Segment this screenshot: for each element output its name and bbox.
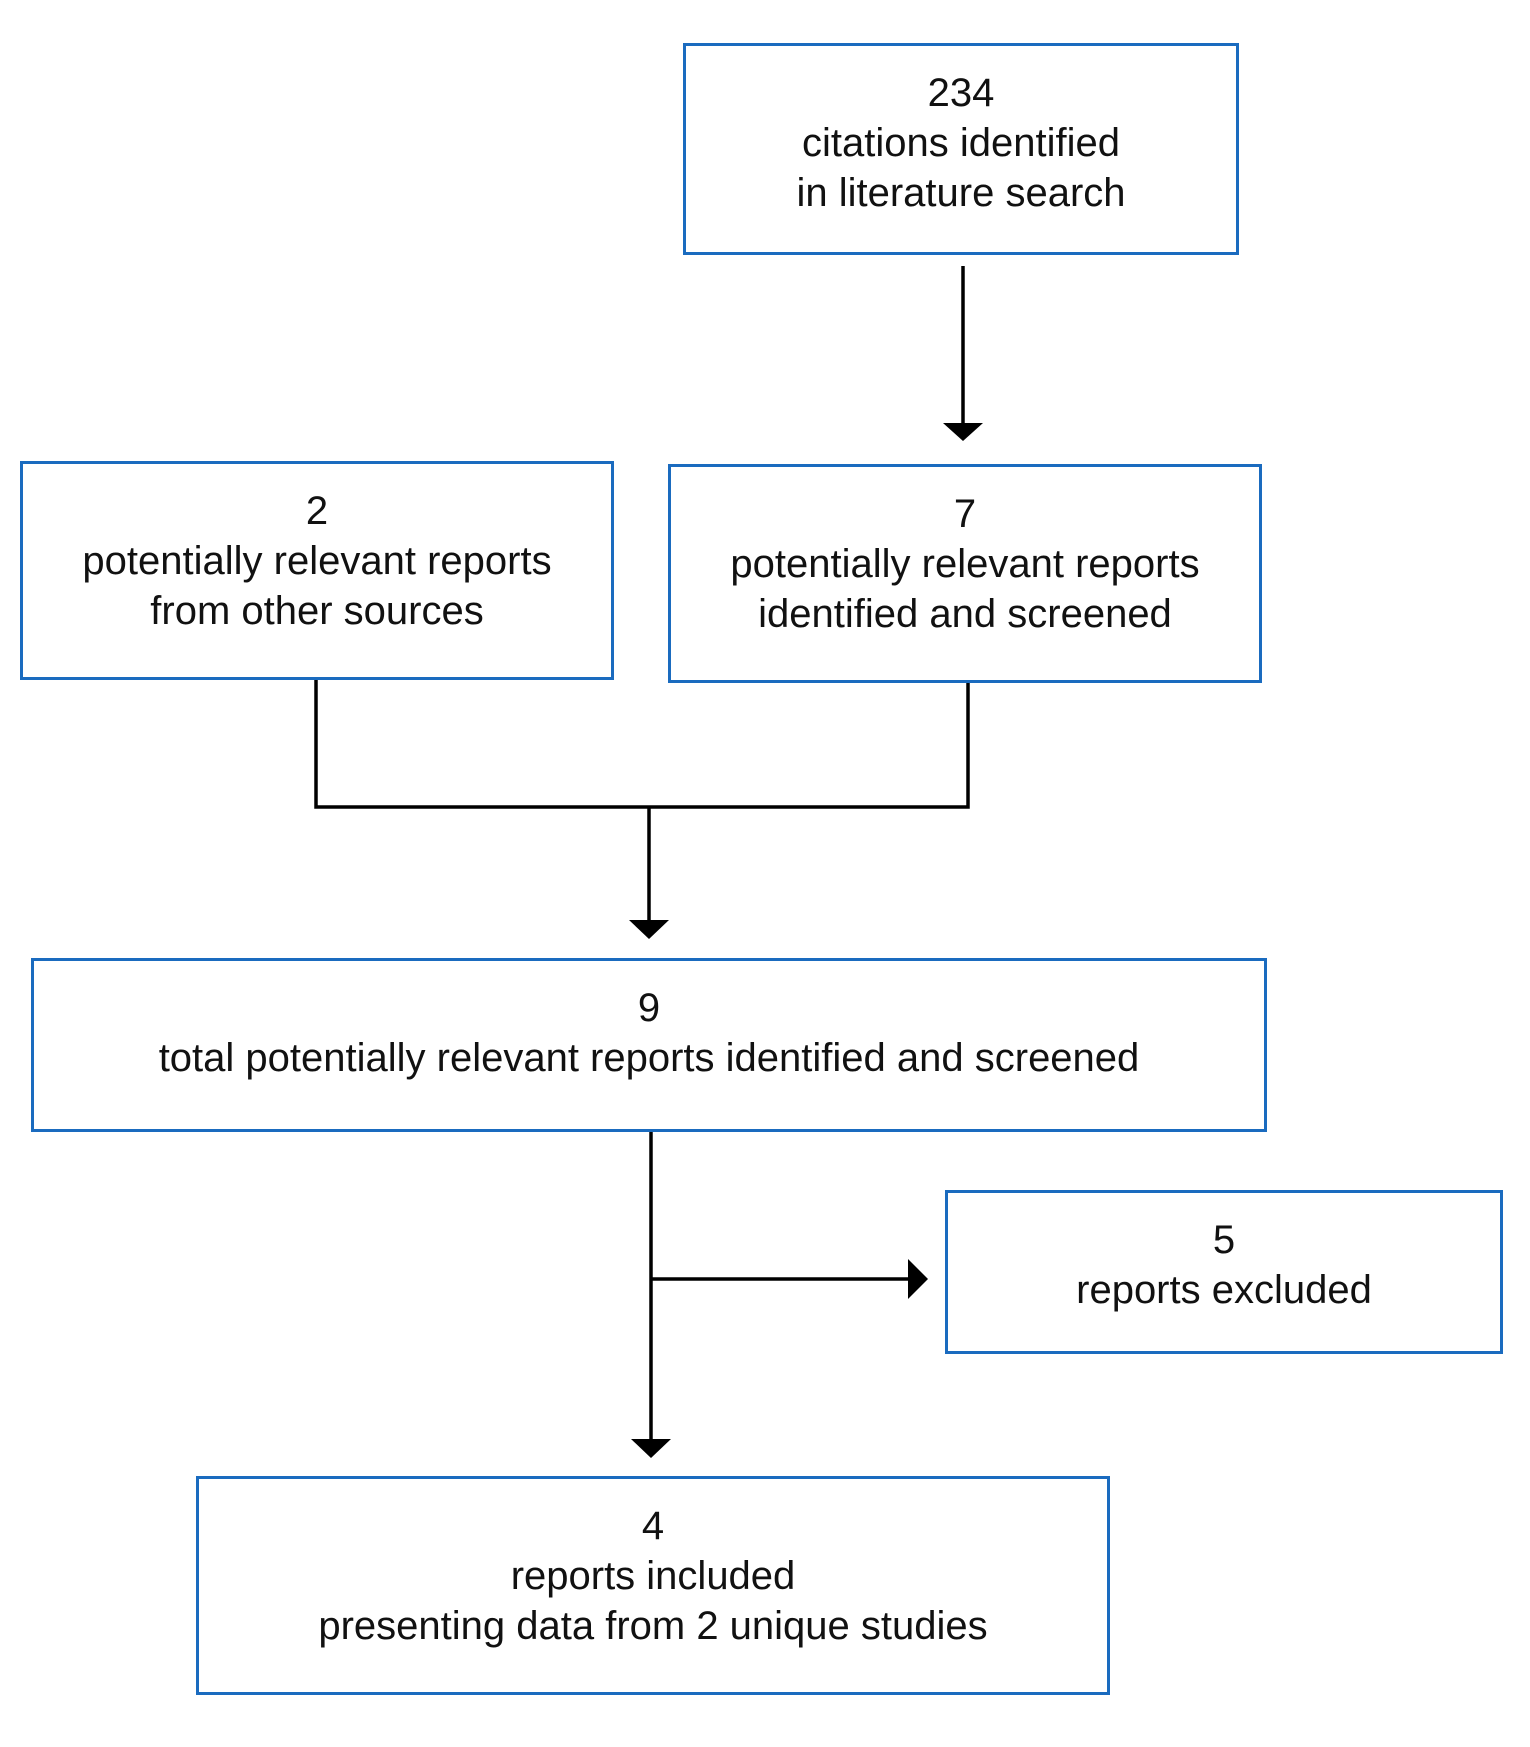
box-label: total potentially relevant reports ident… xyxy=(158,1036,1140,1080)
box-label: citations identified xyxy=(802,121,1120,165)
box-count: 5 xyxy=(1212,1218,1236,1262)
box-reports-excluded: 5 reports excluded xyxy=(945,1190,1503,1354)
box-label: presenting data from 2 unique studies xyxy=(318,1604,988,1648)
box-count: 7 xyxy=(953,492,977,536)
box-count: 2 xyxy=(305,489,329,533)
box-other-sources: 2 potentially relevant reports from othe… xyxy=(20,461,614,680)
arrowhead-right-icon xyxy=(908,1259,928,1299)
box-total-screened: 9 total potentially relevant reports ide… xyxy=(31,958,1267,1132)
arrowhead-down-icon xyxy=(629,920,669,939)
box-count: 9 xyxy=(637,986,661,1030)
box-label: from other sources xyxy=(150,589,484,633)
box-count: 234 xyxy=(927,71,995,115)
box-label: potentially relevant reports xyxy=(82,539,552,583)
box-reports-included: 4 reports included presenting data from … xyxy=(196,1476,1110,1695)
box-identified-screened: 7 potentially relevant reports identifie… xyxy=(668,464,1262,683)
arrowhead-down-icon xyxy=(631,1439,671,1458)
box-citations-identified: 234 citations identified in literature s… xyxy=(683,43,1239,255)
box-label: reports excluded xyxy=(1076,1268,1372,1312)
arrowhead-down-icon xyxy=(943,423,983,441)
box-label: reports included xyxy=(510,1554,796,1598)
box-count: 4 xyxy=(641,1504,665,1548)
box-label: in literature search xyxy=(796,171,1126,215)
connector-merge xyxy=(314,680,970,809)
box-label: potentially relevant reports xyxy=(730,542,1200,586)
box-label: identified and screened xyxy=(758,592,1172,636)
